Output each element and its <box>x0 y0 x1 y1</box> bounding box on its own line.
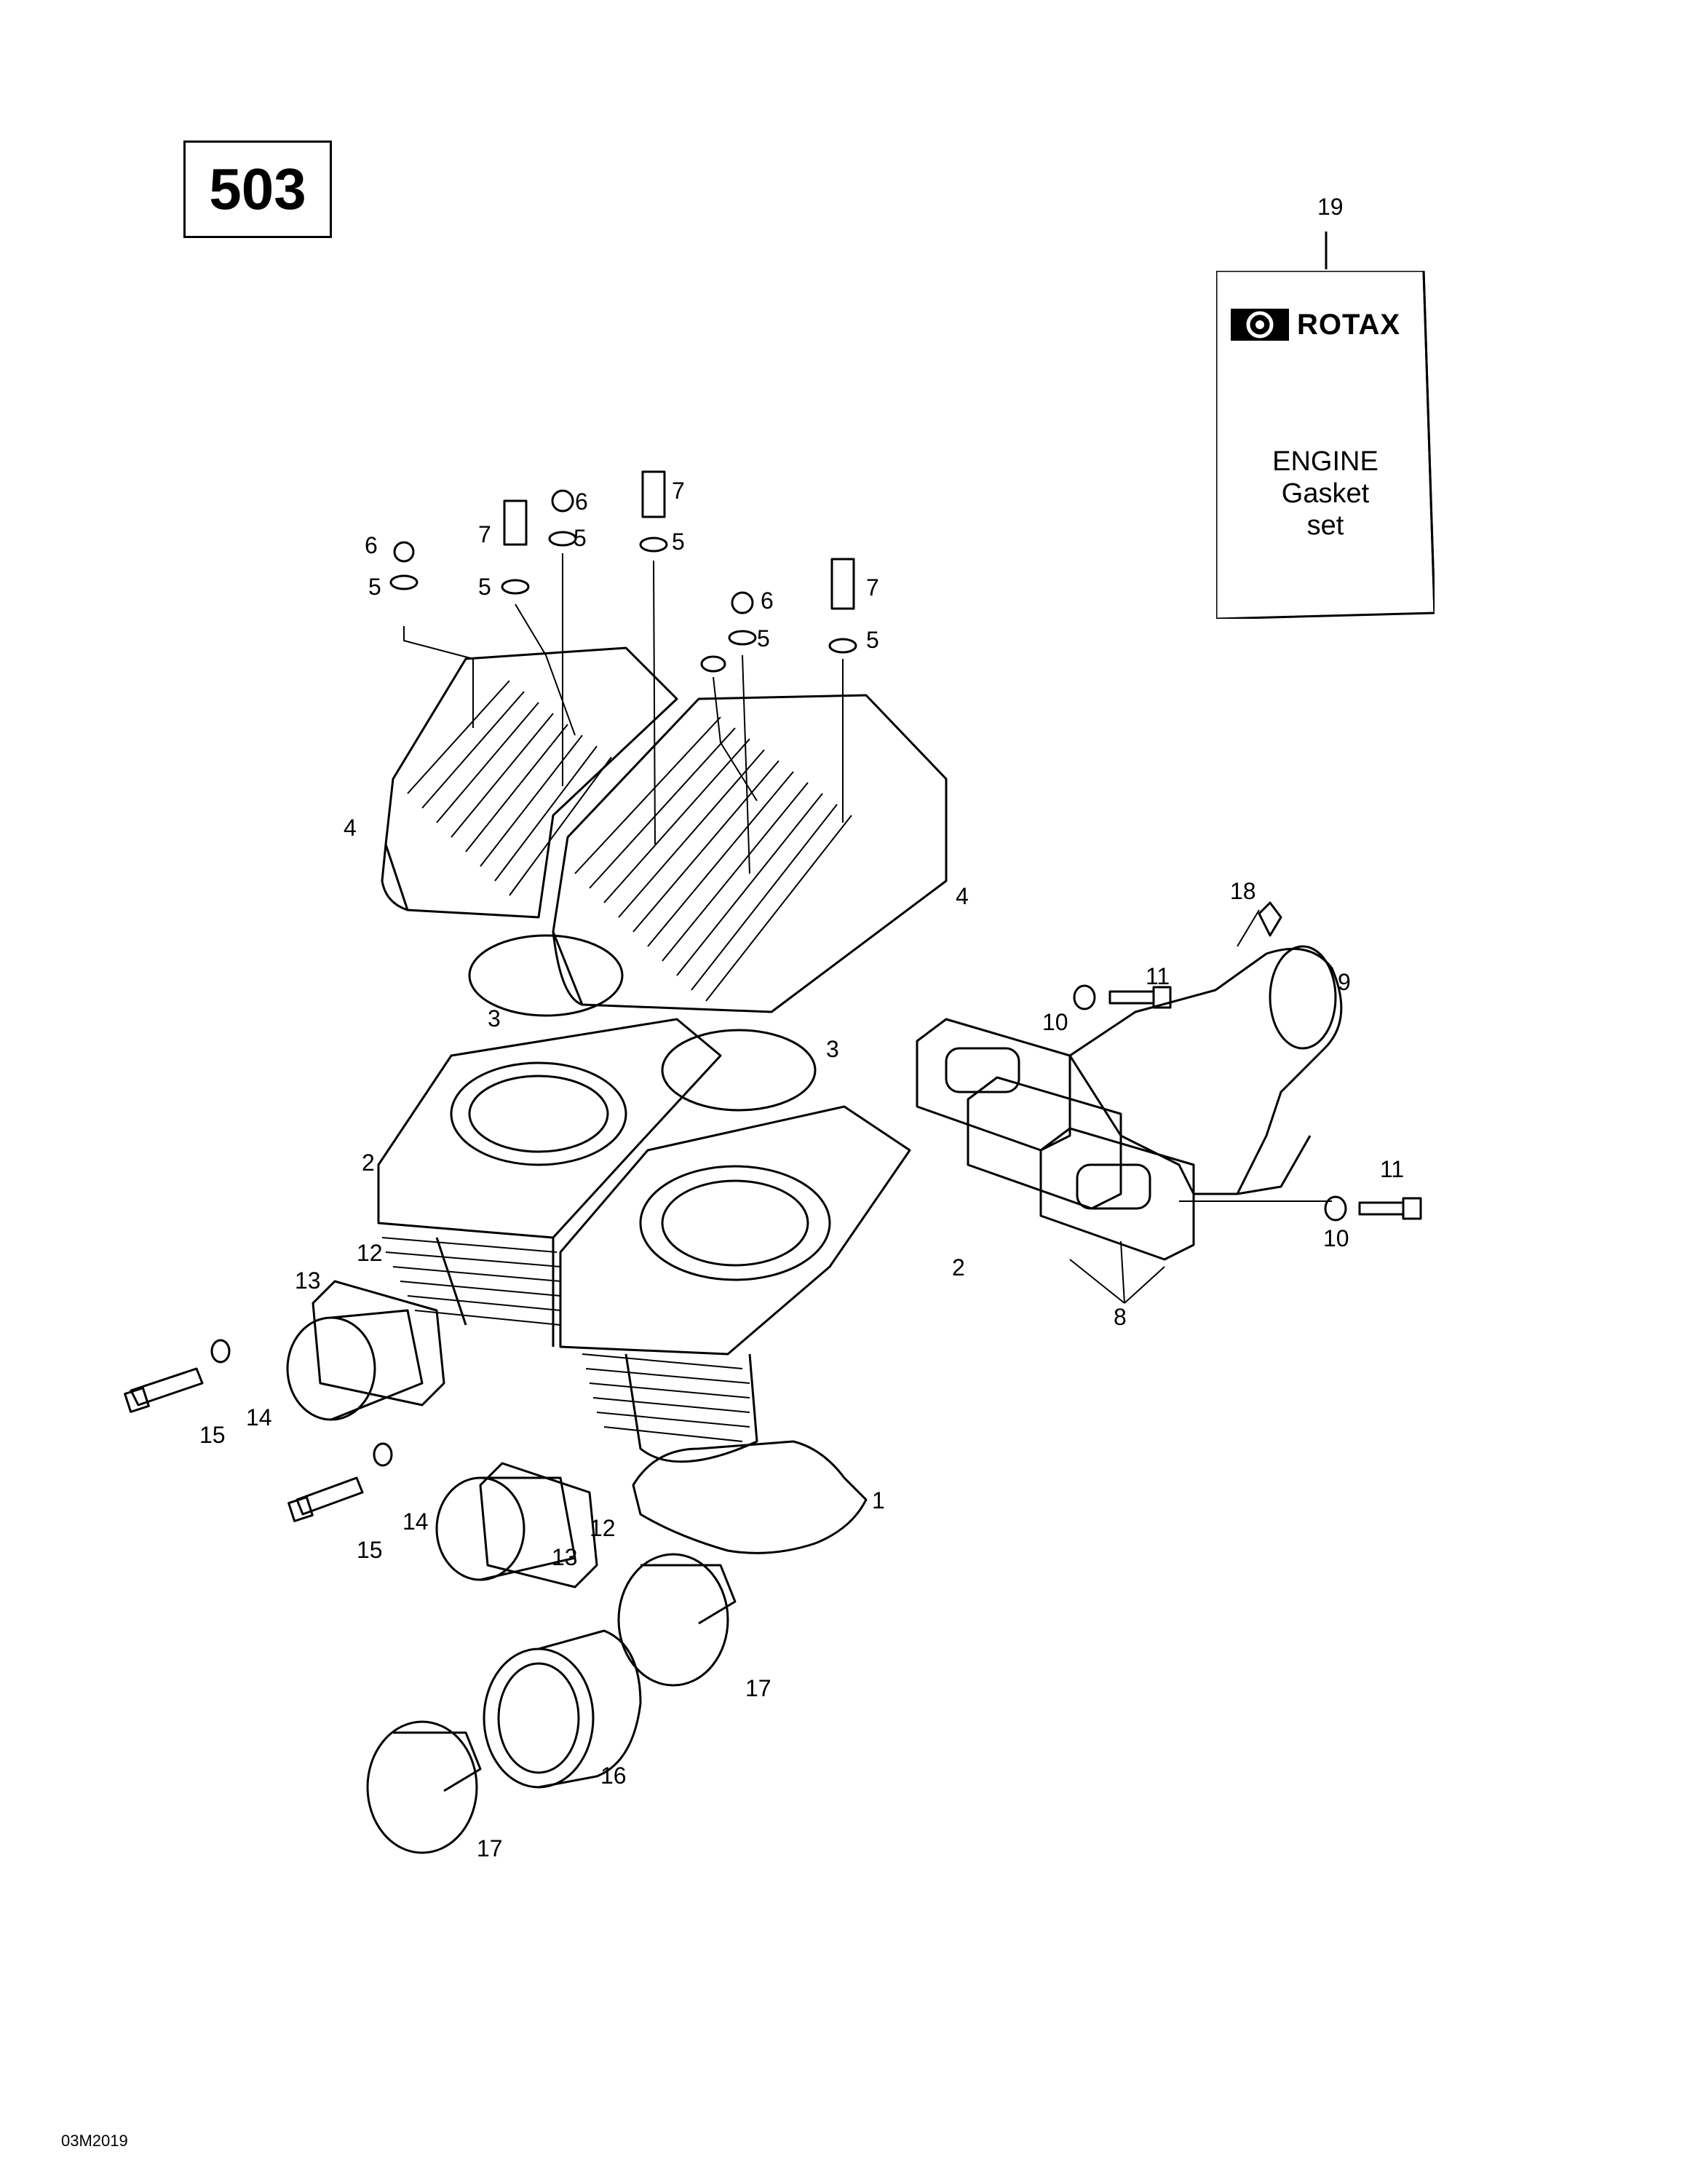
callout-12: 12 <box>357 1240 383 1266</box>
bolt-lower <box>287 1476 364 1522</box>
callout-11: 11 <box>1146 963 1170 989</box>
bolt-exhaust-lower <box>1358 1197 1422 1220</box>
callout-15: 15 <box>199 1422 226 1448</box>
washer-upper <box>210 1339 231 1364</box>
callout-8: 8 <box>1114 1304 1127 1330</box>
bolt-upper <box>124 1367 204 1413</box>
callout-7: 7 <box>866 574 879 601</box>
cylinder-left <box>377 1018 722 1347</box>
callout-14: 14 <box>402 1508 429 1535</box>
bolt-exhaust-upper <box>1108 986 1172 1009</box>
o-ring-right <box>661 1029 817 1112</box>
callout-19: 19 <box>1317 194 1344 220</box>
washer-exhaust-upper <box>1073 984 1096 1010</box>
callout-10: 10 <box>1042 1009 1068 1035</box>
callout-15: 15 <box>357 1537 383 1563</box>
o-ring-left <box>468 934 624 1017</box>
rubber-adaptor-sleeve <box>483 1629 642 1789</box>
callout-5: 5 <box>757 625 770 652</box>
callout-3: 3 <box>488 1005 501 1032</box>
callout-5: 5 <box>574 525 587 551</box>
callout-5: 5 <box>672 529 685 555</box>
callout-5: 5 <box>368 574 381 600</box>
callout-14: 14 <box>246 1404 272 1431</box>
callout-9: 9 <box>1338 969 1351 995</box>
callout-6: 6 <box>365 532 378 558</box>
callout-7: 7 <box>478 521 491 547</box>
callout-16: 16 <box>600 1762 627 1789</box>
callout-2: 2 <box>362 1150 375 1176</box>
callout-2: 2 <box>952 1254 965 1281</box>
callout-6: 6 <box>575 488 588 515</box>
callout-5: 5 <box>866 627 879 653</box>
exhaust-gasket-set <box>916 1018 1195 1261</box>
drawing-code: 03M2019 <box>61 2132 128 2150</box>
callout-1: 1 <box>872 1487 885 1514</box>
cylinder-head-left <box>381 646 678 919</box>
intake-socket-lower <box>435 1462 598 1588</box>
callout-12: 12 <box>590 1515 616 1541</box>
callout-7: 7 <box>672 478 685 504</box>
head-fasteners <box>389 470 857 874</box>
clamp-lower <box>366 1720 482 1854</box>
callout-4: 4 <box>344 815 357 841</box>
cylinder-head-right <box>552 694 948 1013</box>
callout-3: 3 <box>826 1036 839 1062</box>
manual-line-set: set <box>1306 510 1344 541</box>
plug <box>1258 901 1282 937</box>
intake-socket-upper <box>286 1280 445 1421</box>
engine-model-label: 503 <box>183 141 332 238</box>
engine-model-text: 503 <box>209 157 306 221</box>
clamp-upper <box>617 1553 737 1687</box>
callout-4: 4 <box>956 883 969 909</box>
washer-lower <box>373 1442 393 1467</box>
callout-17: 17 <box>745 1675 771 1701</box>
gasket-set-booklet <box>1216 271 1435 619</box>
callout-5: 5 <box>478 574 491 600</box>
callout-13: 13 <box>295 1267 321 1294</box>
callout-13: 13 <box>552 1544 578 1570</box>
callout-18: 18 <box>1230 878 1256 904</box>
callout-10: 10 <box>1323 1225 1349 1251</box>
rotax-logo-text: ROTAX <box>1297 309 1401 341</box>
cylinder-right <box>559 1105 911 1463</box>
callout-17: 17 <box>477 1835 503 1861</box>
washer-exhaust-lower <box>1324 1195 1347 1222</box>
callout-6: 6 <box>761 587 774 614</box>
base-gasket <box>632 1440 868 1554</box>
callout-11: 11 <box>1380 1156 1404 1182</box>
exhaust-manifold <box>1068 945 1343 1195</box>
manual-line-gasket: Gasket <box>1281 478 1370 509</box>
manual-line-engine: ENGINE <box>1272 446 1378 477</box>
